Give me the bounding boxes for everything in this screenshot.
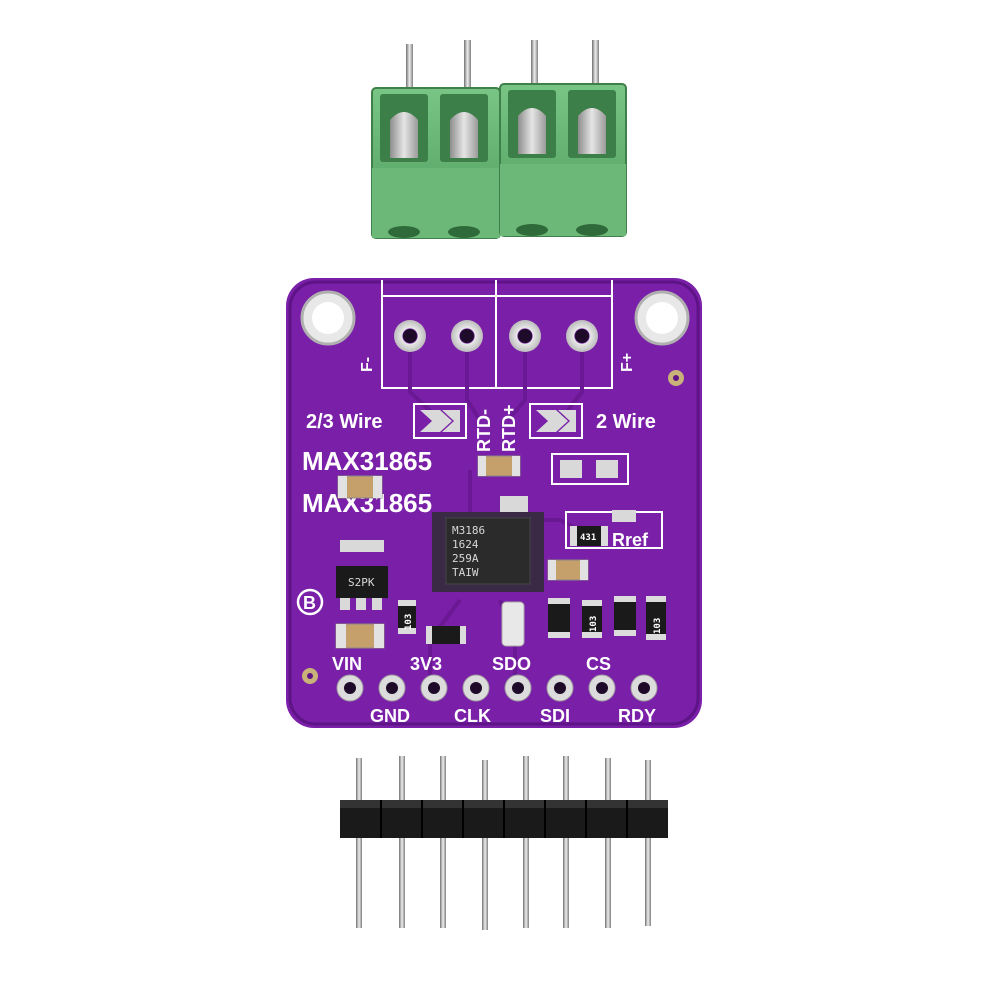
resistor-array: 103 103 103 [398,596,666,640]
pin-label-cs: CS [586,654,611,674]
chip-marking-1: M3186 [452,524,485,537]
header-pins [356,756,651,930]
title-line-1: MAX31865 [302,446,432,476]
pin-header [340,756,668,930]
header-plastic-strip [340,800,668,838]
terminal-block-right [499,83,627,237]
rtd-minus-label: RTD- [474,409,494,452]
capacitor [477,455,521,477]
screw-terminal-blocks [371,40,627,239]
terminal-block-left [371,87,501,239]
pin-label-rdy: RDY [618,706,656,726]
solder-jumper-right [529,403,583,439]
resistor-marking-3: 103 [653,618,663,634]
header-pads [336,674,658,702]
jumper-left-label: 2/3 Wire [306,411,383,433]
pcb-board: F- F+ RTD- RTD+ 2/3 Wire 2 Wire MAX31865… [286,278,702,728]
max31865-chip: M3186 1624 259A TAIW [432,512,544,592]
resistor-marking-1: 103 [404,614,414,630]
rtd-plus-label: RTD+ [499,404,519,452]
pin-label-3v3: 3V3 [410,654,442,674]
logo-letter: B [303,593,316,613]
regulator-marking: S2PK [348,576,375,589]
chip-marking-3: 259A [452,552,479,565]
chip-marking-2: 1624 [452,538,479,551]
f-minus-label: F- [359,357,376,372]
voltage-regulator: S2PK [336,540,388,610]
pin-label-sdo: SDO [492,654,531,674]
logo-icon [296,588,324,616]
f-plus-label: F+ [619,353,636,372]
solder-jumper-left [413,403,467,439]
pin-label-vin: VIN [332,654,362,674]
rref-resistor: 431 Rref [565,510,663,550]
resistor-marking-2: 103 [589,616,599,632]
chip-marking-4: TAIW [452,566,479,579]
pin-label-sdi: SDI [540,706,570,726]
rref-value: 431 [580,533,596,543]
pin-label-gnd: GND [370,706,410,726]
rref-label: Rref [612,530,649,550]
pin-label-clk: CLK [454,706,491,726]
jumper-right-label: 2 Wire [596,411,656,433]
